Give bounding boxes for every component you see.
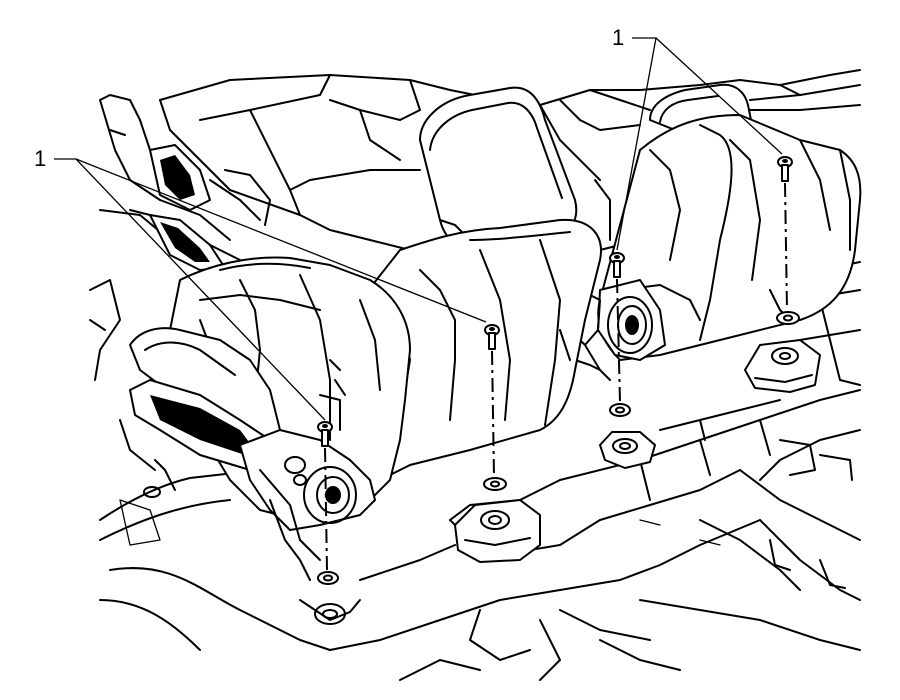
bolt-right-outer: [744, 156, 821, 393]
rear-seat-bench: [89, 69, 861, 381]
right-seat: [569, 114, 862, 381]
bolt-center: [454, 324, 541, 563]
floor-pan: [99, 261, 861, 681]
bolt-right-inner: [599, 252, 656, 469]
callout-left: 1: [34, 146, 487, 421]
bolt-left-front: [299, 421, 361, 625]
callout-right: 1: [612, 25, 783, 251]
callout-label-right: 1: [612, 25, 624, 50]
callout-label-left: 1: [34, 146, 46, 171]
left-seat: [119, 256, 411, 581]
